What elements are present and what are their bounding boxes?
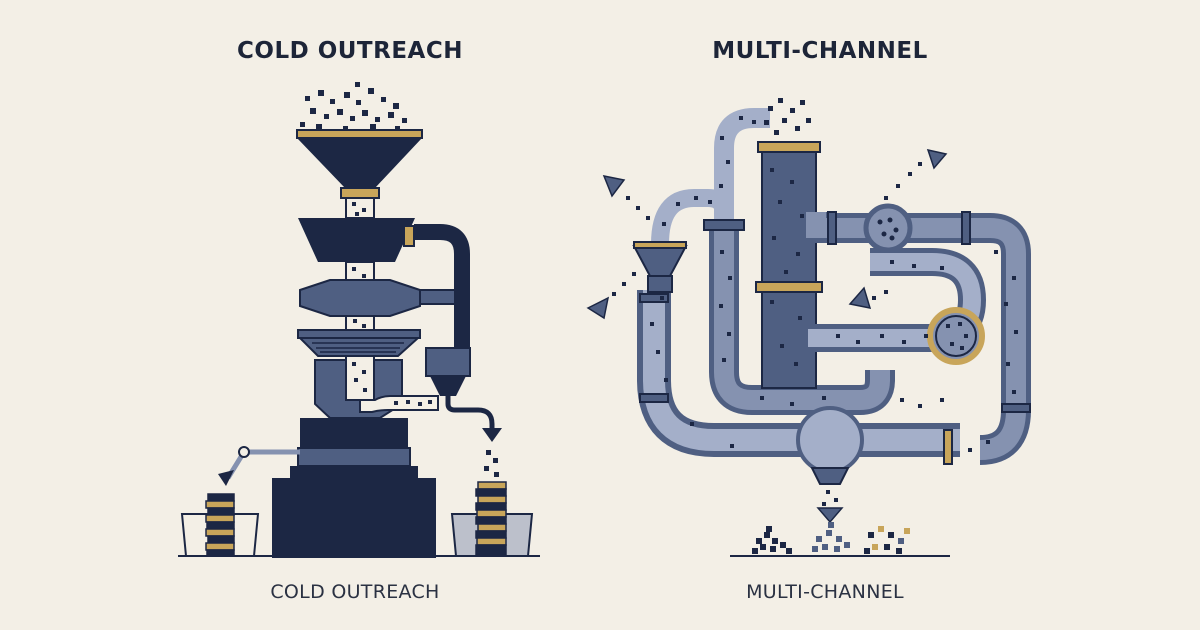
output-piles: [752, 522, 910, 554]
multi-channel-pipes: [586, 98, 1031, 557]
pipe-particles: [650, 98, 1018, 452]
cold-outreach-machine: [178, 82, 540, 558]
left-panel-heading: COLD OUTREACH: [237, 38, 463, 64]
left-coin-stack: [205, 493, 235, 557]
leak-arrows: [586, 148, 948, 320]
right-panel-heading: MULTI-CHANNEL: [712, 38, 928, 64]
left-panel-caption: COLD OUTREACH: [270, 581, 440, 603]
hopper-input-particles: [300, 82, 407, 131]
right-coin-stack: [475, 481, 507, 557]
right-panel-caption: MULTI-CHANNEL: [746, 581, 904, 603]
